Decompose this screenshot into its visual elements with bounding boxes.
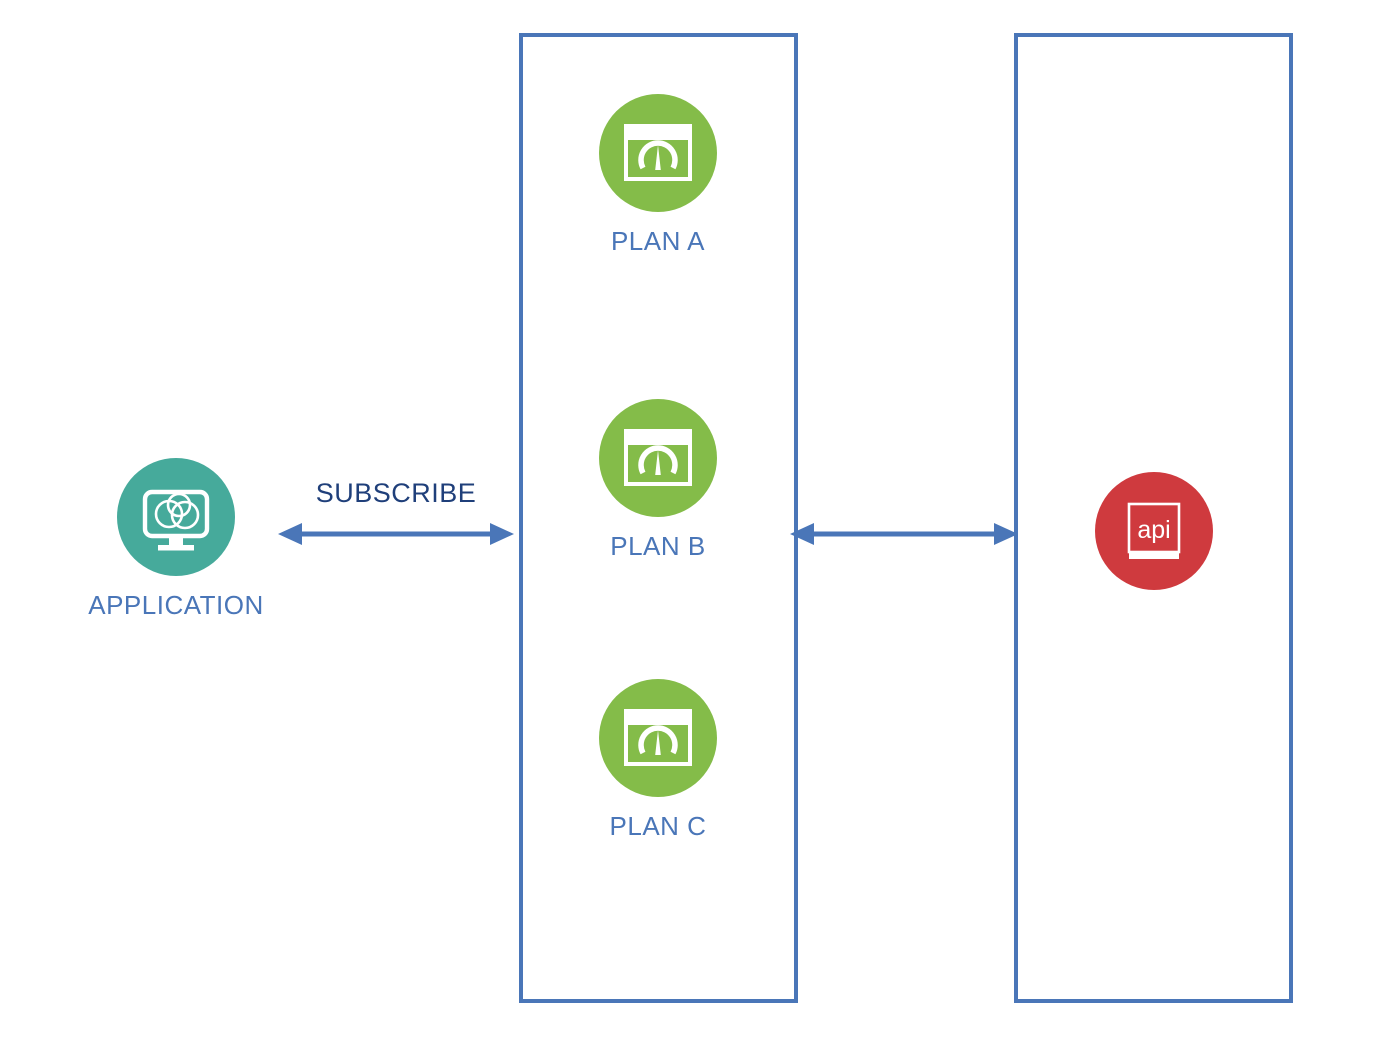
subscribe-arrow-label: SUBSCRIBE [315, 478, 477, 508]
gateway-arrow-svg [790, 523, 1018, 545]
api-circle: api [1095, 472, 1213, 590]
plan-c-circle [599, 679, 717, 797]
application-node[interactable]: APPLICATION [46, 458, 306, 621]
plan-node-b[interactable]: PLAN B [528, 399, 788, 562]
arrowhead-left-icon [278, 523, 302, 545]
api-icon-text: api [1137, 516, 1170, 544]
plan-a-circle [599, 94, 717, 212]
plan-gauge-icon [624, 124, 692, 181]
plan-b-label: PLAN B [610, 531, 706, 561]
arrowhead-right-icon [490, 523, 514, 545]
application-label: APPLICATION [88, 590, 264, 620]
application-circle [117, 458, 235, 576]
api-node[interactable]: api [1024, 472, 1284, 590]
arrowhead-left-icon [790, 523, 814, 545]
subscribe-arrow [278, 514, 514, 554]
subscribe-arrow-svg [278, 523, 514, 545]
cloud-monitor-icon [142, 489, 210, 551]
plan-b-circle [599, 399, 717, 517]
plan-c-label: PLAN C [609, 811, 707, 841]
plan-node-a[interactable]: PLAN A [528, 94, 788, 257]
gateway-arrow [790, 514, 1018, 554]
plan-a-label: PLAN A [610, 226, 706, 256]
plan-gauge-icon [624, 429, 692, 486]
api-square-icon: api [1127, 502, 1181, 559]
plan-gauge-icon [624, 709, 692, 766]
arrowhead-right-icon [994, 523, 1018, 545]
plan-node-c[interactable]: PLAN C [528, 679, 788, 842]
